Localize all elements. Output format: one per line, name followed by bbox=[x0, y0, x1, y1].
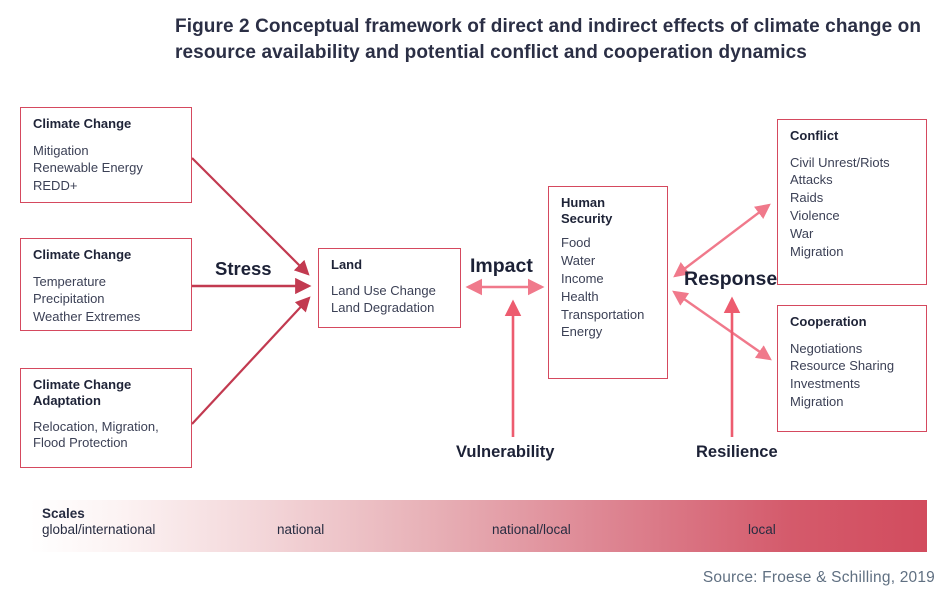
box-items: Relocation, Migration, Flood Protection bbox=[33, 419, 179, 451]
box-climate-change-adaptation: Climate Change Adaptation Relocation, Mi… bbox=[20, 368, 192, 468]
list-item-text: Resource Sharing bbox=[790, 358, 895, 374]
source-citation: Source: Froese & Schilling, 2019 bbox=[702, 569, 935, 586]
list-item-text: Attacks bbox=[790, 172, 833, 188]
label-vulnerability: Vulnerability bbox=[456, 443, 555, 461]
list-item-text: REDD+ bbox=[33, 178, 78, 194]
figure-title: Figure 2 Conceptual framework of direct … bbox=[175, 16, 922, 64]
label-impact: Impact bbox=[470, 255, 533, 277]
list-item-text: Renewable Energy bbox=[33, 160, 143, 176]
box-title: Climate Change Adaptation bbox=[33, 377, 132, 408]
list-item-text: War bbox=[790, 226, 814, 242]
scale-label-national: national bbox=[277, 522, 325, 537]
arrow-response-conflict bbox=[673, 203, 771, 278]
list-item-text: Mitigation bbox=[33, 142, 89, 158]
scale-label-global-international: global/international bbox=[42, 522, 156, 537]
list-item-text: Negotiations bbox=[790, 340, 863, 356]
box-title: Conflict bbox=[790, 128, 839, 143]
list-item-text: Raids bbox=[790, 190, 824, 206]
scale-label-national-local: national/local bbox=[492, 522, 571, 537]
scales-title: Scales bbox=[42, 506, 85, 521]
list-item-text: Transportation bbox=[561, 306, 645, 322]
list-item-text: Health bbox=[561, 288, 599, 304]
list-item-text: Migration bbox=[790, 243, 844, 259]
arrow-adaptation-to-land bbox=[191, 296, 311, 425]
box-title: Land bbox=[331, 257, 363, 272]
list-item-text: Investments bbox=[790, 376, 861, 392]
list-item-text: Energy bbox=[561, 324, 603, 340]
list-item-text: Food bbox=[561, 235, 591, 251]
list-item-text: Migration bbox=[790, 394, 844, 410]
list-item-text: Weather Extremes bbox=[33, 309, 141, 325]
box-title: Cooperation bbox=[790, 314, 867, 329]
arrow-mitigation-to-land bbox=[191, 157, 310, 276]
box-title: Climate Change bbox=[33, 247, 132, 262]
scale-label-local: local bbox=[748, 522, 776, 537]
list-item-text: Land Use Change bbox=[331, 282, 436, 298]
arrow-response-cooperation bbox=[672, 290, 772, 361]
box-title: Human Security bbox=[561, 195, 613, 226]
list-item-text: Water bbox=[561, 253, 596, 269]
label-resilience: Resilience bbox=[696, 443, 778, 461]
label-stress: Stress bbox=[215, 258, 272, 279]
list-item-text: Precipitation bbox=[33, 291, 105, 307]
box-title: Climate Change bbox=[33, 116, 132, 131]
scales-gradient-bar: Scales global/international national nat… bbox=[30, 500, 927, 552]
label-response: Response bbox=[684, 268, 778, 290]
list-item-text: Temperature bbox=[33, 273, 106, 289]
list-item-text: Relocation, Migration, Flood Protection bbox=[33, 419, 159, 451]
list-item-text: Violence bbox=[790, 208, 840, 224]
list-item-text: Civil Unrest/Riots bbox=[790, 154, 890, 170]
list-item-text: Income bbox=[561, 270, 604, 286]
list-item-text: Land Degradation bbox=[331, 300, 435, 316]
